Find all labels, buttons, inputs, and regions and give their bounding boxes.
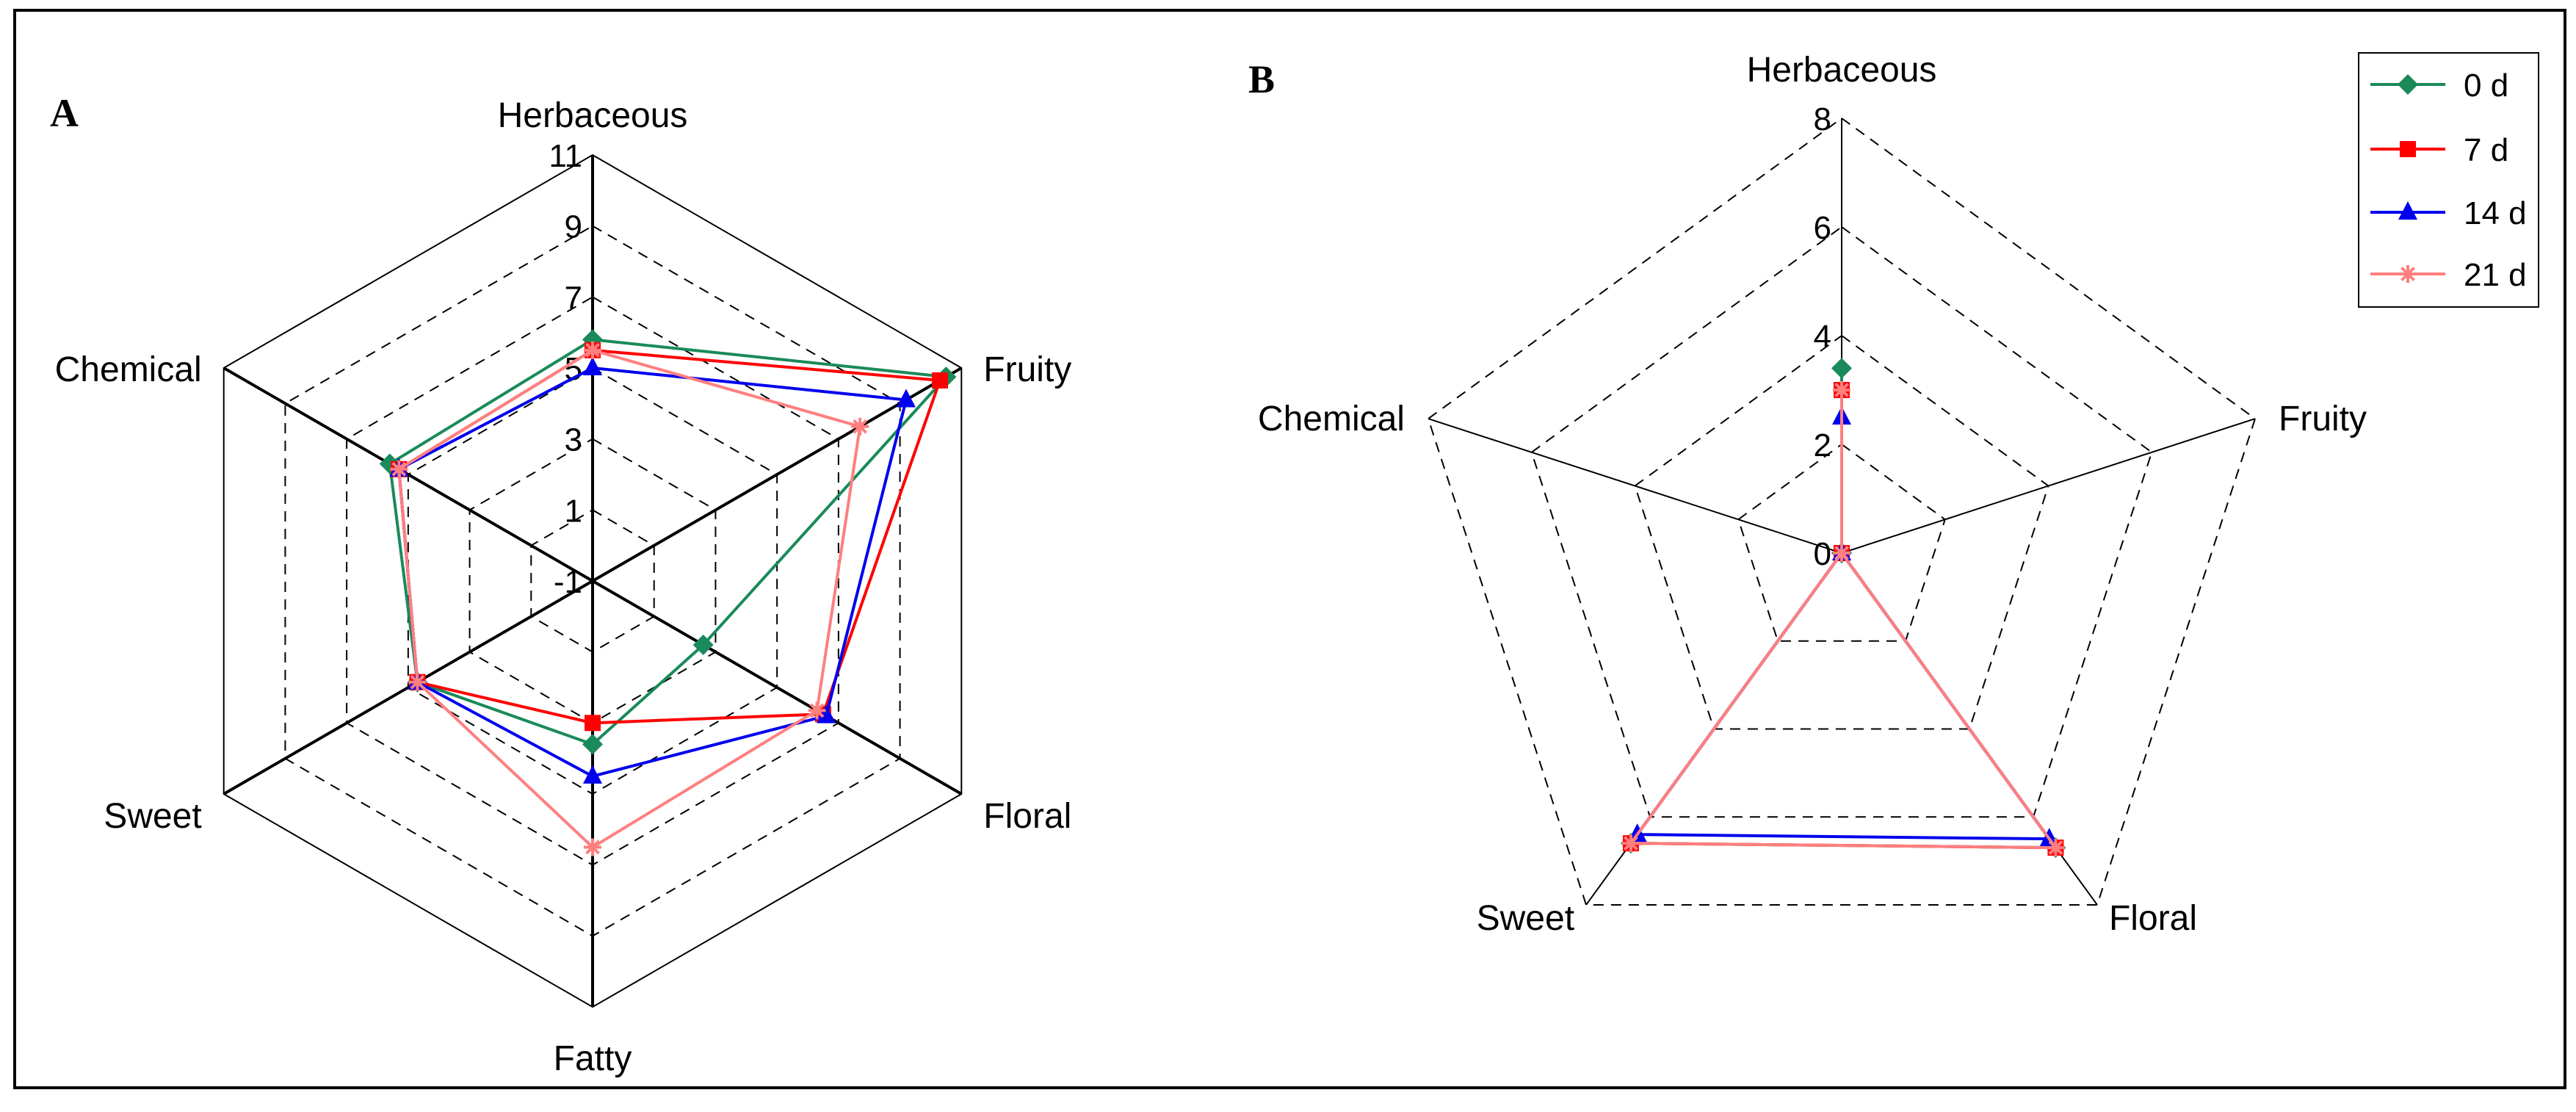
legend: 0 d 7 d 14 d 21 d [2358,52,2539,308]
figure-border [13,9,2566,1089]
legend-entry-1: 7 d [2370,132,2508,168]
axis-spoke-4 [222,580,593,795]
data-point-3-0 [1833,381,1850,399]
legend-marker-shape-1 [2400,141,2416,157]
tick-label-3: 6 [1814,210,1831,246]
axis-label-sweet: Sweet [1477,899,1574,938]
legend-label-1: 7 d [2464,132,2508,168]
series-line-3 [397,348,862,850]
tick-label-4: 7 [565,280,582,316]
axis-label-herbaceous: Herbaceous [498,96,688,135]
axis-label-sweet: Sweet [104,797,201,836]
data-point-3-3 [1621,834,1640,853]
data-point-3-0 [584,341,601,359]
legend-marker-shape-0 [2398,74,2418,95]
data-point-2-1 [896,389,916,408]
legend-marker-0 [2398,74,2418,95]
data-point-1-3 [585,715,601,732]
panel-b-letter: B [1248,57,1275,101]
data-point-3-3-stroke [585,840,600,855]
data-point-3-2-stroke [809,703,825,718]
series-2 [1627,406,2059,847]
data-point-2-2 [817,704,836,723]
data-point-3-2-stroke [2048,840,2063,856]
axis-spoke-1 [1841,418,2256,554]
axis-label-fruity: Fruity [2279,400,2367,438]
legend-label-2: 14 d [2464,195,2527,231]
data-point-3-4 [408,673,427,691]
series-line-1 [1628,390,2059,850]
series-line-2 [1634,417,2052,841]
legend-label-0: 0 d [2464,68,2508,104]
data-point-2-0 [583,357,602,375]
tick-label-6: 11 [549,138,582,174]
tick-label-2: 4 [1814,319,1831,355]
legend-marker-shape-3 [2399,265,2417,283]
data-point-3-2 [808,701,826,720]
series-3 [1621,381,2065,857]
legend-marker-shape-2 [2398,201,2417,220]
radar-chart-a: -11357911HerbaceousFruityFloralFattySwee… [55,96,1072,1078]
tick-label-0: -1 [554,564,582,600]
data-point-3-1-stroke [853,419,868,434]
data-point-3-1 [851,417,869,436]
axis-label-chemical: Chemical [1258,400,1405,438]
tick-label-4: 8 [1814,101,1831,137]
tick-label-1: 2 [1814,427,1831,463]
series-1 [1622,382,2064,856]
axis-label-floral: Floral [2109,899,2197,938]
panel-a-letter: A [50,91,79,135]
tick-label-5: 9 [565,209,582,245]
axis-spoke-5 [222,367,593,582]
series-line-0 [388,338,949,746]
series-3 [390,341,869,856]
tick-label-1: 1 [565,493,582,529]
legend-entry-3: 21 d [2370,257,2527,293]
data-point-3-2 [2047,839,2065,857]
data-point-2-3 [583,765,602,784]
axis-label-floral: Floral [983,797,1071,836]
tick-label-0: 0 [1814,536,1831,572]
data-point-0-3 [582,734,603,755]
axis-label-herbaceous: Herbaceous [1747,51,1937,90]
grid-ring-1 [1737,443,1946,642]
tick-label-2: 3 [565,422,582,458]
axis-spoke-2 [591,580,963,795]
axis-spoke-4 [1428,418,1842,554]
axis-label-chemical: Chemical [55,350,202,389]
legend-marker-1 [2400,141,2416,157]
data-point-1-1 [931,372,948,389]
grid-ring-3 [1530,225,2153,818]
legend-marker-3 [2399,265,2417,283]
axis-label-fatty: Fatty [554,1039,632,1078]
legend-box [2358,52,2539,308]
data-point-3-4 [1833,544,1850,562]
data-point-3-3-stroke [1624,836,1638,851]
data-point-3-5-stroke [391,461,407,477]
data-point-0-0 [1831,358,1852,379]
data-point-3-3 [584,838,601,856]
grid-ring-4 [1427,117,2257,906]
grid-ring-2 [1634,334,2049,730]
data-point-3-0-stroke [585,342,600,358]
legend-marker-shape-3-stroke [2400,267,2415,281]
legend-marker-2 [2398,201,2417,220]
legend-entry-2: 14 d [2370,195,2527,231]
data-point-0-2 [692,635,714,655]
legend-entry-0: 0 d [2370,68,2508,104]
data-point-3-5 [390,460,408,478]
series-0 [1620,358,2066,859]
series-line-3 [1628,390,2059,850]
legend-label-3: 21 d [2464,257,2527,293]
series-line-0 [1628,368,2059,850]
data-point-3-4-stroke [410,674,425,690]
data-point-3-0-stroke [1834,383,1849,397]
axis-label-fruity: Fruity [983,350,1071,389]
data-point-3-4-stroke [1834,546,1849,560]
